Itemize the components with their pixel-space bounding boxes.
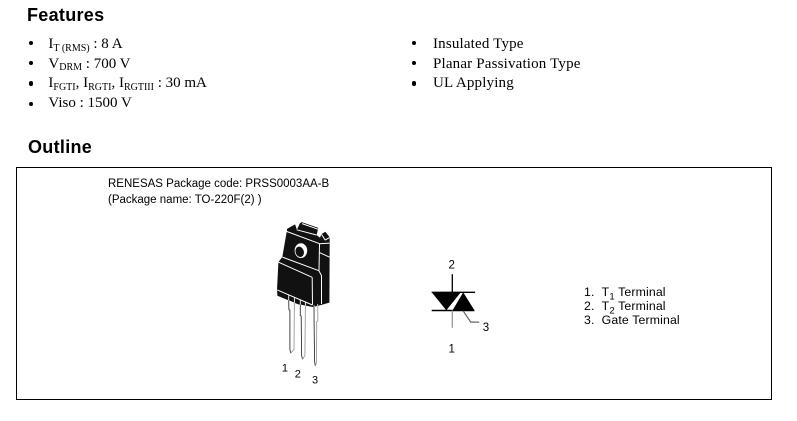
svg-text:2: 2 bbox=[449, 260, 455, 272]
svg-text:3: 3 bbox=[483, 322, 489, 334]
svg-text:1: 1 bbox=[449, 344, 455, 356]
svg-text:2: 2 bbox=[295, 369, 301, 381]
svg-text:3: 3 bbox=[312, 375, 318, 387]
svg-text:1: 1 bbox=[282, 363, 288, 375]
